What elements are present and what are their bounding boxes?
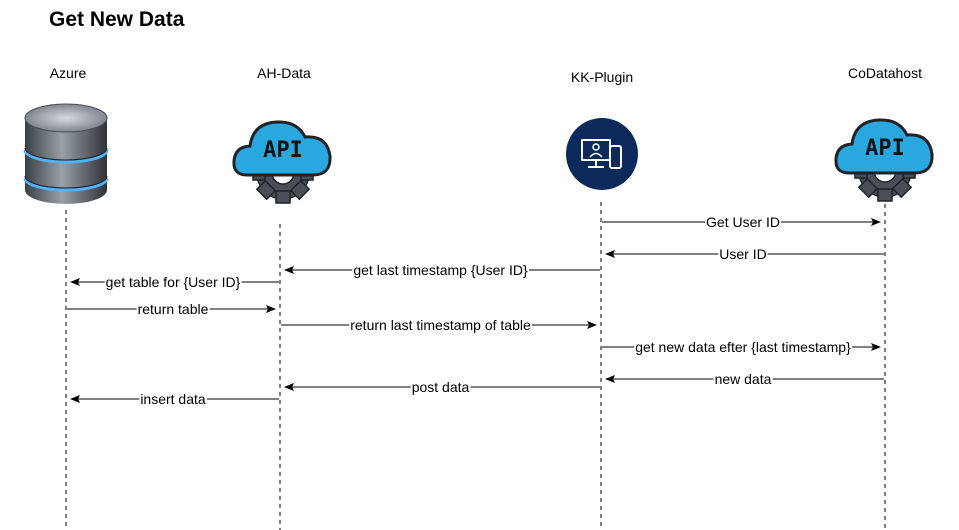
arrowhead-icon (284, 266, 294, 274)
arrowhead-icon (266, 305, 276, 313)
message-arrow: User ID (605, 246, 884, 262)
message-arrow: Get User ID (602, 214, 881, 230)
api-icon-text: API (865, 136, 905, 161)
arrowhead-icon (871, 343, 881, 351)
message-label-background (352, 262, 529, 278)
arrowhead-icon (70, 278, 80, 286)
diagram-title: Get New Data (49, 8, 185, 31)
message-label: get table for {User ID} (106, 274, 241, 290)
message-arrow: post data (284, 379, 600, 395)
message-label-background (136, 301, 210, 317)
devices-circle-icon (566, 118, 638, 190)
message-label-background (139, 391, 207, 407)
arrowhead-icon (605, 250, 615, 258)
message-label-background (104, 274, 242, 290)
participant-label-codatahost: CoDatahost (848, 65, 922, 81)
participant-label-azure: Azure (49, 65, 87, 81)
api-icon-text: API (263, 138, 303, 163)
api-cloud-gear-icon: API (834, 118, 934, 202)
message-label: new data (715, 371, 772, 387)
message-arrow: get new data efter {last timestamp} (602, 339, 881, 355)
message-arrow: new data (605, 371, 884, 387)
message-arrow: return table (67, 301, 276, 317)
participant-label-ah-data: AH-Data (257, 65, 311, 81)
message-label: Get User ID (706, 214, 780, 230)
message-label: insert data (140, 391, 206, 407)
message-arrow: get table for {User ID} (70, 274, 279, 290)
message-label-background (634, 339, 853, 355)
message-label-background (705, 214, 781, 230)
arrowhead-icon (605, 375, 615, 383)
message-label-background (718, 246, 768, 262)
message-label: get new data efter {last timestamp} (635, 339, 851, 355)
participant-label-kk-plugin: KK-Plugin (570, 69, 634, 85)
message-label: User ID (719, 246, 766, 262)
message-arrow: insert data (70, 391, 279, 407)
arrowhead-icon (284, 383, 294, 391)
message-arrow: get last timestamp {User ID} (284, 262, 600, 278)
message-arrow: return last timestamp of table (281, 317, 597, 333)
message-label-background (713, 371, 773, 387)
api-cloud-gear-icon: API (232, 120, 332, 204)
message-label: return table (138, 301, 209, 317)
message-label: get last timestamp {User ID} (353, 262, 528, 278)
message-label: post data (412, 379, 470, 395)
message-label: return last timestamp of table (350, 317, 531, 333)
database-icon (23, 103, 109, 204)
message-label-background (410, 379, 471, 395)
arrowhead-icon (70, 395, 80, 403)
message-label-background (349, 317, 532, 333)
arrowhead-icon (587, 321, 597, 329)
arrowhead-icon (871, 218, 881, 226)
